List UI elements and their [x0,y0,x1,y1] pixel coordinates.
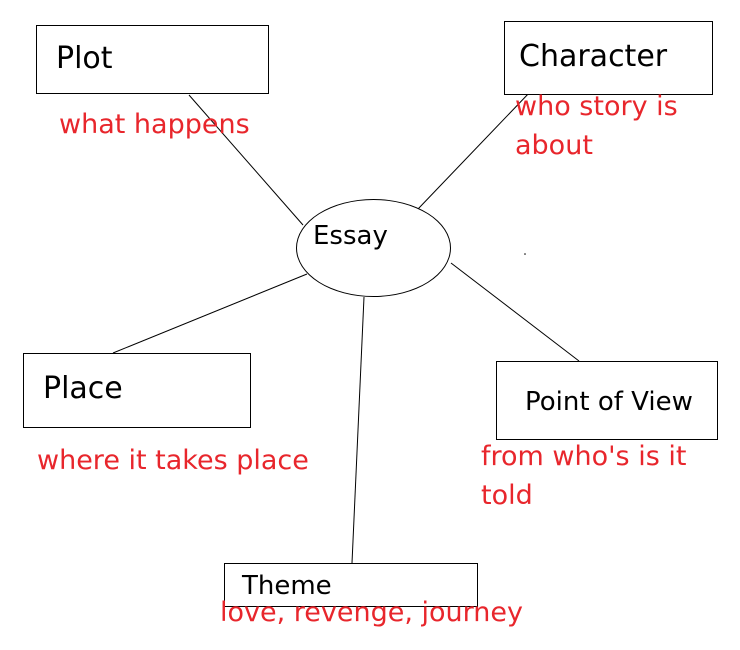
node-label-point-of-view: Point of View [525,387,693,417]
node-box-character [504,21,713,95]
node-label-character: Character [519,39,668,74]
note-place: where it takes place [37,445,309,476]
connector-point-of-view [450,262,580,362]
connector-place [112,273,308,354]
node-box-point-of-view [496,361,718,440]
note-point-of-view-line1: from who's is it [481,441,687,472]
note-plot: what happens [59,109,250,140]
connector-plot [188,94,304,226]
node-box-plot [36,25,269,94]
node-label-theme: Theme [242,571,332,601]
note-theme: love, revenge, journey [220,597,523,628]
node-box-place [23,353,251,428]
center-label: Essay [313,221,388,251]
note-character-line1: who story is [515,91,678,122]
connector-character [417,91,531,210]
node-label-plot: Plot [56,41,113,76]
stray-dot [524,253,526,255]
node-label-place: Place [43,371,123,406]
center-node-essay [296,199,451,297]
note-point-of-view-line2: told [481,480,533,511]
note-character-line2: about [515,130,593,161]
connector-theme [351,296,365,564]
node-box-theme [224,563,478,607]
